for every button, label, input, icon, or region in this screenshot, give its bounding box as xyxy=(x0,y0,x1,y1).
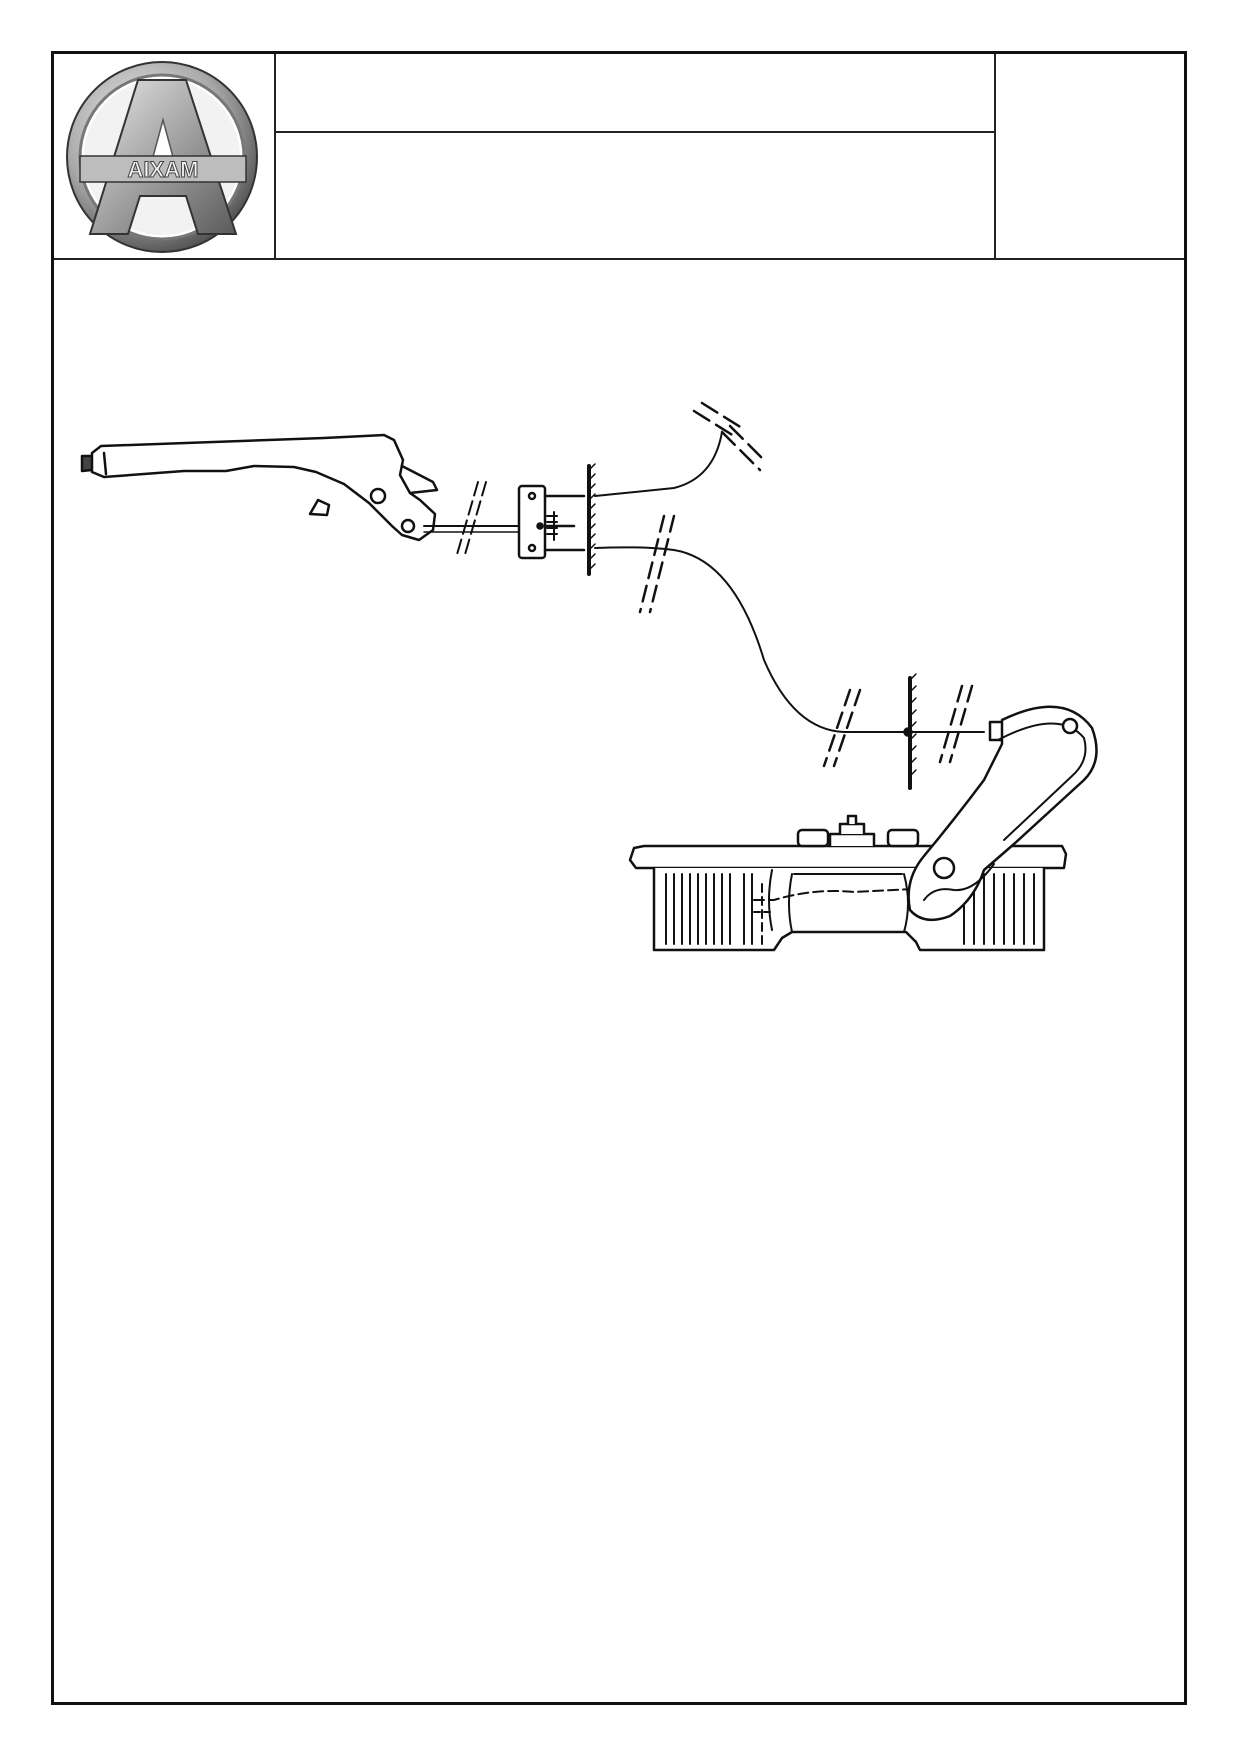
brake-cable-icon xyxy=(594,401,1038,790)
title-line-1 xyxy=(274,54,994,133)
cable-equalizer-icon xyxy=(517,463,596,576)
handbrake-diagram xyxy=(80,401,1098,952)
document-sheet: AIXAM xyxy=(51,51,1187,1705)
title-cell xyxy=(274,54,996,258)
title-line-2 xyxy=(274,133,994,258)
brake-drum-icon xyxy=(628,705,1098,952)
reference-cell xyxy=(996,54,1184,258)
technical-drawing xyxy=(54,260,1184,1702)
aixam-logo-icon: AIXAM xyxy=(66,61,258,253)
logo-brand-text: AIXAM xyxy=(128,157,199,182)
handbrake-lever-icon xyxy=(80,433,439,542)
title-block: AIXAM xyxy=(54,54,1184,260)
logo-cell: AIXAM xyxy=(54,54,276,258)
